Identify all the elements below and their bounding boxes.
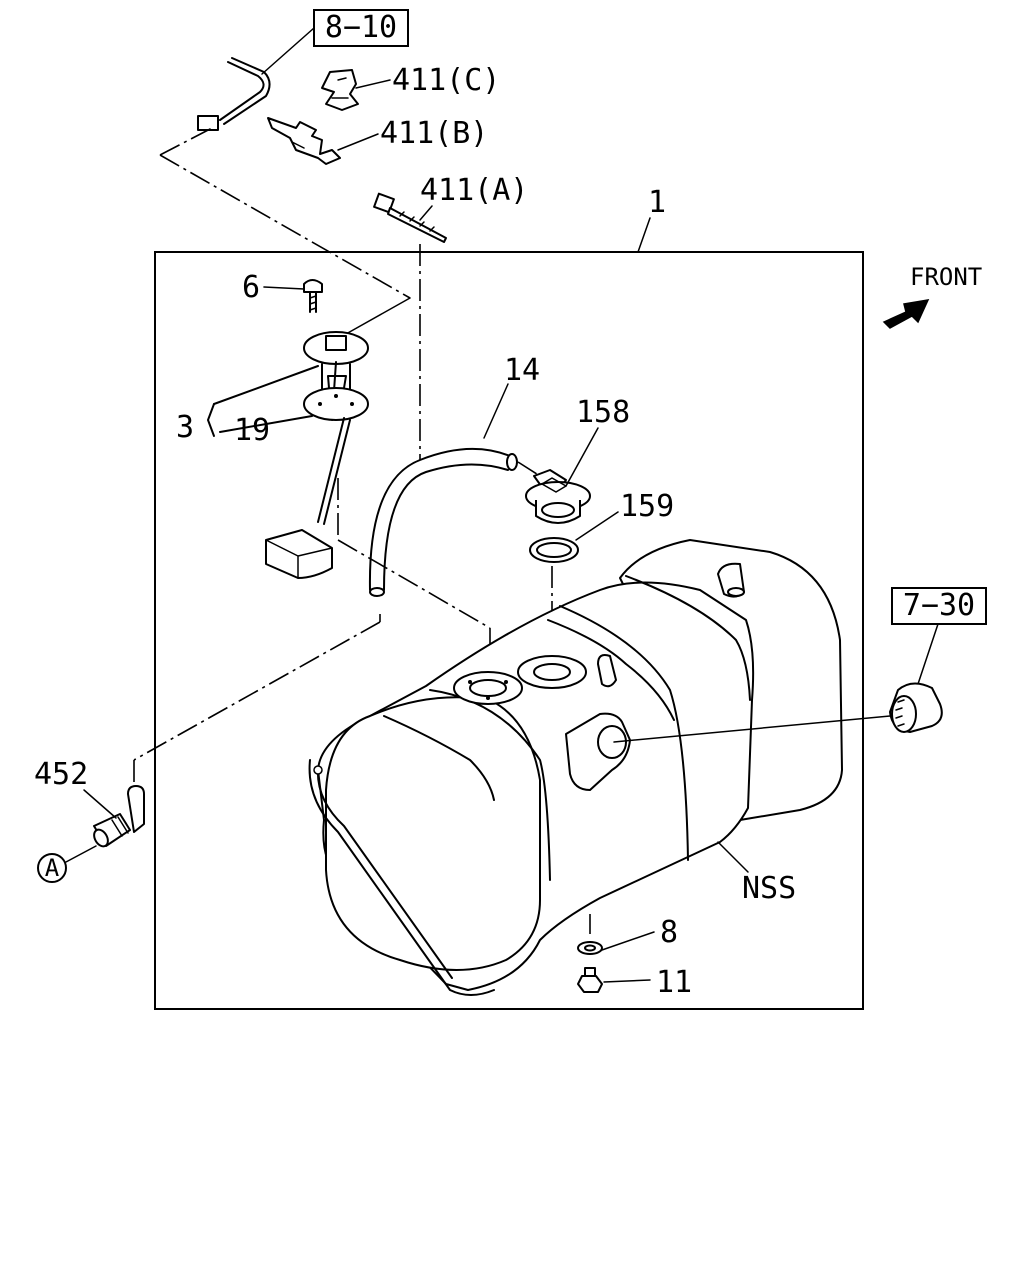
label-159: 159 xyxy=(620,489,674,524)
connector-452[interactable] xyxy=(91,785,145,849)
bolt-6[interactable] xyxy=(303,279,323,313)
drain-plug-11[interactable] xyxy=(577,967,603,993)
clip-411b[interactable] xyxy=(267,117,341,165)
label-nss: NSS xyxy=(742,871,796,906)
label-11: 11 xyxy=(656,965,692,1000)
reference-label-8-10: 8−10 xyxy=(325,10,397,45)
filler-cap[interactable] xyxy=(889,682,943,733)
front-label: FRONT xyxy=(910,263,982,291)
label-8: 8 xyxy=(660,915,678,950)
assembly-frame xyxy=(154,251,864,1010)
fuel-sender-unit[interactable] xyxy=(265,331,369,579)
reference-box-8-10[interactable]: 8−10 xyxy=(313,9,409,47)
reference-box-7-30[interactable]: 7−30 xyxy=(891,587,987,625)
front-arrow-icon xyxy=(882,299,930,329)
label-158: 158 xyxy=(576,395,630,430)
circle-reference-icon[interactable]: A xyxy=(37,853,67,883)
label-3: 3 xyxy=(176,410,194,445)
label-411b: 411(B) xyxy=(380,116,488,151)
washer-8[interactable] xyxy=(577,941,603,955)
label-6: 6 xyxy=(242,270,260,305)
wiring-harness xyxy=(197,57,271,131)
reference-label-7-30: 7−30 xyxy=(903,588,975,623)
label-452: 452 xyxy=(34,757,88,792)
label-411c: 411(C) xyxy=(392,63,500,98)
cable-tie-411a[interactable] xyxy=(373,192,447,243)
fuel-tank[interactable] xyxy=(308,539,843,996)
hose-14[interactable] xyxy=(368,447,518,597)
clip-411c[interactable] xyxy=(321,69,359,111)
label-411a: 411(A) xyxy=(420,173,528,208)
label-1: 1 xyxy=(648,185,666,220)
label-19: 19 xyxy=(234,413,270,448)
label-14: 14 xyxy=(504,353,540,388)
vent-valve-158[interactable] xyxy=(525,469,591,524)
gasket-159[interactable] xyxy=(529,537,579,563)
label-a: A xyxy=(45,854,60,882)
